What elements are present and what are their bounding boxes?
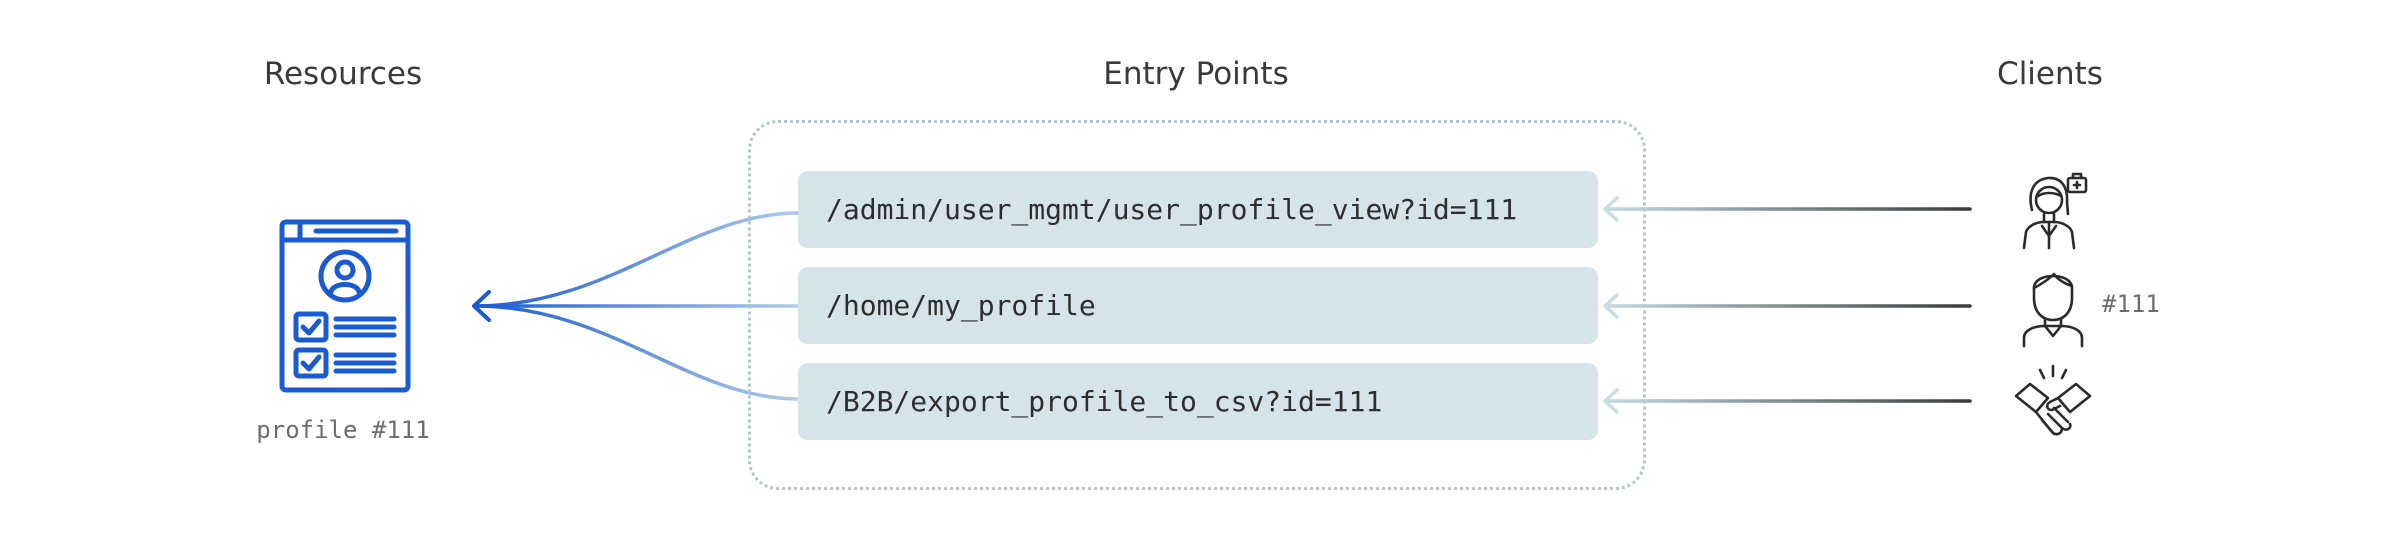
clients-heading: Clients: [1997, 56, 2103, 92]
entry-arrowhead-1: [1603, 293, 1619, 319]
client-user-tag: #111: [2102, 290, 2160, 318]
flow-line-entry-0-to-resource: [473, 211, 800, 308]
profile-document-icon: [279, 219, 411, 393]
entry-arrowhead-0: [1603, 196, 1619, 222]
flow-line-entry-2-to-resource: [473, 304, 800, 401]
resources-heading: Resources: [263, 56, 423, 92]
entry-point-my-profile: /home/my_profile: [798, 267, 1598, 344]
admin-woman-icon: [2022, 172, 2088, 250]
resource-arrowhead: [472, 290, 491, 322]
entry-points-frame: [748, 120, 1646, 490]
entry-arrowhead-2: [1603, 388, 1619, 414]
resource-caption: profile #111: [256, 416, 430, 444]
entry-point-b2b-export: /B2B/export_profile_to_csv?id=111: [798, 363, 1598, 440]
user-man-icon: [2022, 272, 2084, 348]
entry-point-admin-profile-view: /admin/user_mgmt/user_profile_view?id=11…: [798, 171, 1598, 248]
handshake-icon: [2014, 364, 2092, 436]
entry-points-heading: Entry Points: [1103, 56, 1289, 92]
